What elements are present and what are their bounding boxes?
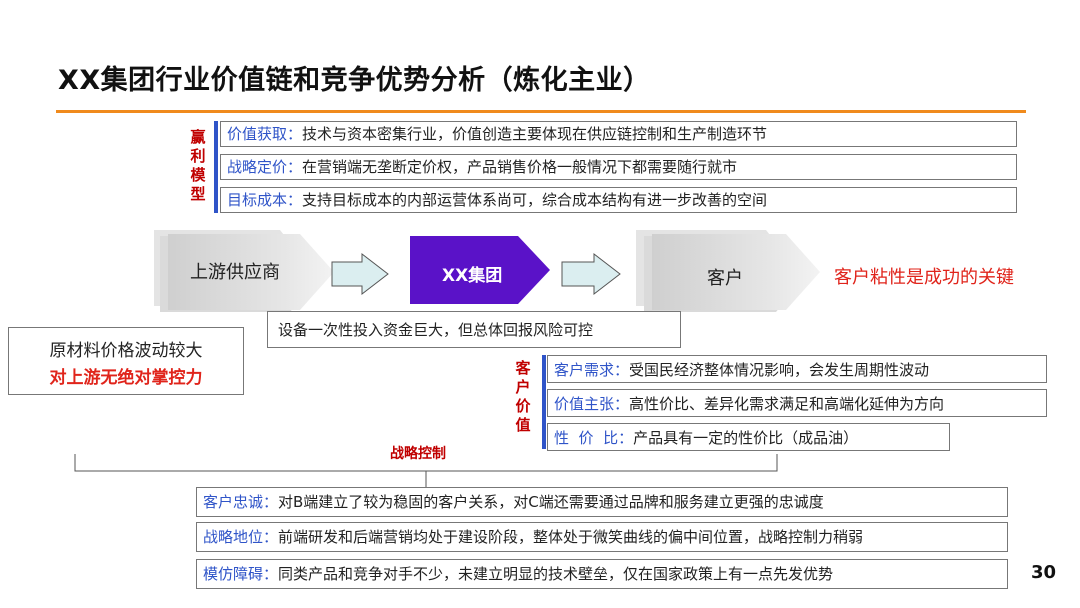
profit-item-value-capture: 价值获取：技术与资本密集行业，价值创造主要体现在供应链控制和生产制造环节 xyxy=(220,121,1017,147)
raw-material-line2: 对上游无绝对掌控力 xyxy=(49,368,203,388)
investment-note: 设备一次性投入资金巨大，但总体回报风险可控 xyxy=(267,311,681,348)
customer-note: 客户粘性是成功的关键 xyxy=(834,267,1014,288)
item-key: 目标成本： xyxy=(227,191,303,209)
upstream-label: 上游供应商 xyxy=(190,262,280,283)
item-key: 价值获取： xyxy=(227,125,303,143)
page-number: 30 xyxy=(1030,562,1056,583)
item-key: 模仿障碍： xyxy=(203,565,279,583)
customer-item-price-performance: 性 价 比：产品具有一定的性价比（成品油） xyxy=(547,423,950,451)
profit-model-label-char: 型 xyxy=(190,185,206,203)
customer-chevron xyxy=(636,230,820,312)
customer-value-label-char: 价 xyxy=(515,397,531,415)
item-text: 对B端建立了较为稳固的客户关系，对C端还需要通过品牌和服务建立更强的忠诚度 xyxy=(278,493,824,511)
raw-material-line1: 原材料价格波动较大 xyxy=(49,341,203,361)
upstream-chevron xyxy=(154,230,334,312)
group-label: XX集团 xyxy=(442,266,503,286)
profit-model-label-char: 模 xyxy=(190,166,206,184)
title-divider xyxy=(56,110,1026,113)
strategic-control-label: 战略控制 xyxy=(390,446,446,462)
strategic-control-bracket xyxy=(74,454,778,490)
customer-value-label: 客 户 价 值 xyxy=(513,359,533,435)
customer-value-label-char: 值 xyxy=(515,416,531,434)
item-key: 战略定价： xyxy=(227,158,303,176)
profit-model-label-char: 利 xyxy=(190,147,206,165)
item-text: 受国民经济整体情况影响，会发生周期性波动 xyxy=(629,361,930,379)
item-text: 在营销端无垄断定价权，产品销售价格一般情况下都需要随行就市 xyxy=(302,158,738,176)
arrow-right-icon xyxy=(561,252,621,296)
customer-label: 客户 xyxy=(707,268,743,289)
page-title: XX集团行业价值链和竞争优势分析（炼化主业） xyxy=(58,65,651,96)
customer-item-proposition: 价值主张：高性价比、差异化需求满足和高端化延伸为方向 xyxy=(547,389,1047,417)
customer-value-bar xyxy=(542,355,546,449)
customer-item-demand: 客户需求：受国民经济整体情况影响，会发生周期性波动 xyxy=(547,355,1047,383)
item-text: 同类产品和竞争对手不少，未建立明显的技术壁垒，仅在国家政策上有一点先发优势 xyxy=(278,565,834,583)
item-key: 客户需求： xyxy=(554,361,630,379)
profit-item-pricing: 战略定价：在营销端无垄断定价权，产品销售价格一般情况下都需要随行就市 xyxy=(220,154,1017,180)
item-key: 客户忠诚： xyxy=(203,493,279,511)
profit-model-label: 赢 利 模 型 xyxy=(188,128,208,204)
item-text: 前端研发和后端营销均处于建设阶段，整体处于微笑曲线的偏中间位置，战略控制力稍弱 xyxy=(278,528,864,546)
investment-note-text: 设备一次性投入资金巨大，但总体回报风险可控 xyxy=(278,321,594,339)
item-text: 产品具有一定的性价比（成品油） xyxy=(633,429,859,447)
item-text: 技术与资本密集行业，价值创造主要体现在供应链控制和生产制造环节 xyxy=(302,125,768,143)
value-chain-diagram xyxy=(154,230,820,312)
strategy-item-loyalty: 客户忠诚：对B端建立了较为稳固的客户关系，对C端还需要通过品牌和服务建立更强的忠… xyxy=(196,487,1008,517)
profit-model-label-char: 赢 xyxy=(190,128,206,146)
raw-material-box: 原材料价格波动较大 对上游无绝对掌控力 xyxy=(8,327,244,395)
item-key: 战略地位： xyxy=(203,528,279,546)
profit-item-target-cost: 目标成本：支持目标成本的内部运营体系尚可，综合成本结构有进一步改善的空间 xyxy=(220,187,1017,213)
item-text: 高性价比、差异化需求满足和高端化延伸为方向 xyxy=(629,395,945,413)
arrow-right-icon xyxy=(331,252,389,296)
strategy-item-position: 战略地位：前端研发和后端营销均处于建设阶段，整体处于微笑曲线的偏中间位置，战略控… xyxy=(196,522,1008,552)
item-key: 性 价 比： xyxy=(554,429,634,447)
profit-model-bar xyxy=(214,121,218,213)
strategy-item-barrier: 模仿障碍：同类产品和竞争对手不少，未建立明显的技术壁垒，仅在国家政策上有一点先发… xyxy=(196,559,1008,589)
group-chevron xyxy=(410,236,550,304)
item-text: 支持目标成本的内部运营体系尚可，综合成本结构有进一步改善的空间 xyxy=(302,191,768,209)
customer-value-label-char: 客 xyxy=(515,359,531,377)
item-key: 价值主张： xyxy=(554,395,630,413)
customer-value-label-char: 户 xyxy=(515,378,531,396)
